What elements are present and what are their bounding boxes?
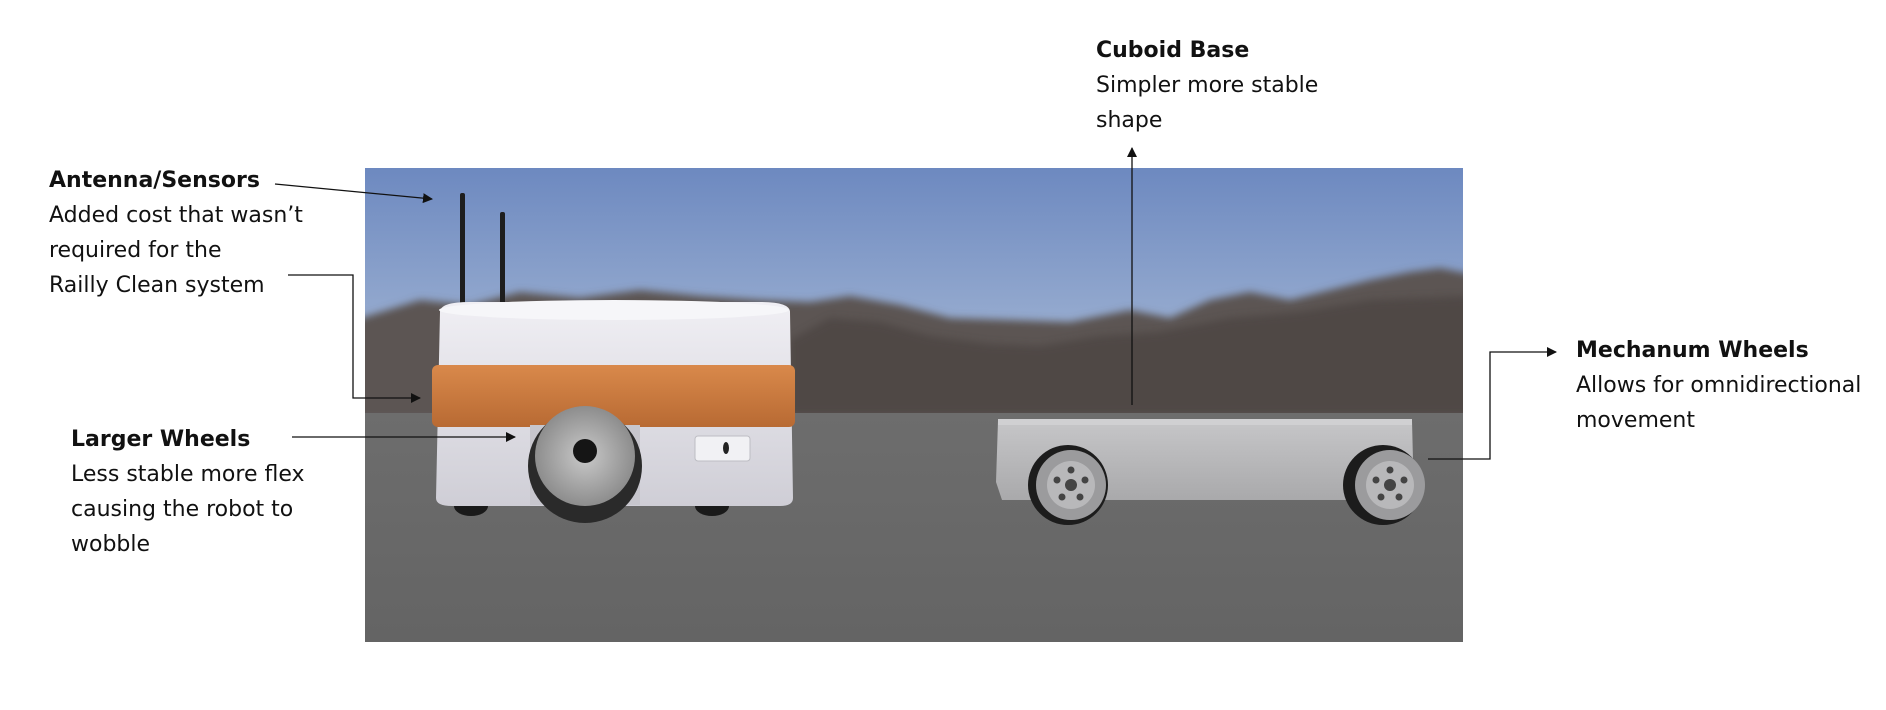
cuboid-base-line: shape <box>1096 108 1163 133</box>
mecanum-wheels-line: Allows for omnidirectional <box>1576 373 1862 398</box>
mecanum-wheels-title: Mechanum Wheels <box>1576 338 1809 363</box>
antenna-right <box>500 212 505 312</box>
cuboid-base-title: Cuboid Base <box>1096 38 1250 63</box>
render-photo <box>365 168 1463 642</box>
robot-top <box>439 300 789 320</box>
antenna-sensors-callout: Antenna/Sensors Added cost that wasn’t r… <box>49 163 303 303</box>
antenna-sensors-line: Added cost that wasn’t <box>49 203 303 228</box>
cuboid-top-edge <box>998 419 1412 425</box>
bumper-hole <box>723 442 729 454</box>
larger-wheels-line: wobble <box>71 532 151 557</box>
antenna-sensors-line: required for the <box>49 238 222 263</box>
larger-wheels-line: causing the robot to <box>71 497 294 522</box>
mecanum-wheel-rear <box>1343 445 1425 525</box>
drive-wheel-axle <box>573 439 597 463</box>
larger-wheels-line: Less stable more flex <box>71 462 305 487</box>
mecanum-wheels-callout: Mechanum Wheels Allows for omnidirection… <box>1576 333 1861 438</box>
mecanum-wheels-arrow <box>1428 347 1557 460</box>
antenna-arrow <box>274 183 433 204</box>
antenna-left <box>460 193 465 311</box>
mecanum-wheel-front <box>1028 445 1108 525</box>
larger-wheels-callout: Larger Wheels Less stable more flex caus… <box>71 422 305 562</box>
larger-wheels-title: Larger Wheels <box>71 427 251 452</box>
front-bumper <box>694 435 751 462</box>
antenna-sensors-line: Railly Clean system <box>49 273 265 298</box>
railly-clean-arrow <box>288 274 421 403</box>
callout-arrows <box>274 147 1557 460</box>
cuboid-base-callout: Cuboid Base Simpler more stable shape <box>1096 33 1318 138</box>
mecanum-wheels-line: movement <box>1576 408 1695 433</box>
round-robot <box>432 193 795 523</box>
cuboid-base-line: Simpler more stable <box>1096 73 1319 98</box>
orange-band <box>432 365 795 427</box>
cuboid-robot <box>996 419 1425 525</box>
mountain-shadow <box>790 296 1463 415</box>
antenna-sensors-title: Antenna/Sensors <box>49 168 260 193</box>
